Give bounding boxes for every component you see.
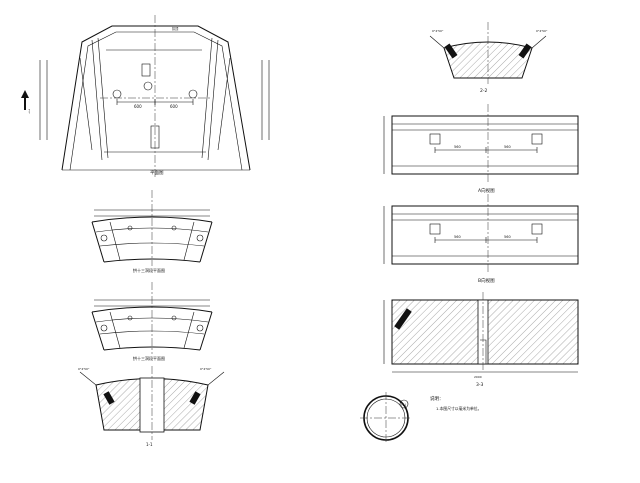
elevA-dim-left: 560 [454,145,461,149]
section-3-3: 2000 3-3 [383,292,579,388]
cross1-angle-right: 0°4'50" [200,367,212,371]
ring-detail: (1) [360,392,412,444]
elevB-title: B向视图 [478,277,495,284]
flow-direction-label: →→ [27,108,31,114]
cross1-title: 1-1 [146,442,153,447]
plan-labels: 拱顶 [172,26,179,31]
sec33-dim-total: 2000 [474,375,482,379]
sec33-title: 3-3 [476,382,483,388]
cross-section-1-1: 0°4'50" 0°4'50" 1-1 [78,366,225,447]
plan-dim-left: 600 [134,104,142,109]
elevB-dim-left: 560 [454,235,461,239]
ring-label: (1) [401,403,407,407]
elevA-title: A向视图 [478,187,495,194]
section-plan-1: 拱十三洞段平面图 [91,190,213,273]
section-2-2: 0°4'50" 0°4'50" 2-2 [429,22,548,94]
sec22-angle-left: 0°4'50" [432,29,444,33]
note-1: 1.本图尺寸以毫米为单位。 [436,406,481,411]
elevation-b: 560 560 B向视图 [383,194,579,284]
plan-title: 平面图 [150,170,164,176]
elevB-dim-right: 560 [504,235,511,239]
north-arrow-icon [21,90,29,110]
plan-note-top: 拱顶 [172,26,179,31]
plan-view: 600 600 拱顶 平面图 →→ [21,15,270,178]
plan-dim-right: 600 [170,104,178,109]
section-plan-2: 拱十三洞段平面图 [91,282,213,361]
sec22-angle-right: 0°4'50" [536,29,548,33]
cross1-angle-left: 0°4'50" [78,367,90,371]
notes-block: 说明： 1.本图尺寸以毫米为单位。 [430,395,481,411]
elevA-dim-right: 560 [504,145,511,149]
section1-title: 拱十三洞段平面图 [133,267,165,273]
section2-title: 拱十三洞段平面图 [133,355,165,361]
sec22-title: 2-2 [480,88,487,94]
notes-title: 说明： [430,395,444,402]
elevation-a: 560 560 A向视图 [383,104,579,194]
